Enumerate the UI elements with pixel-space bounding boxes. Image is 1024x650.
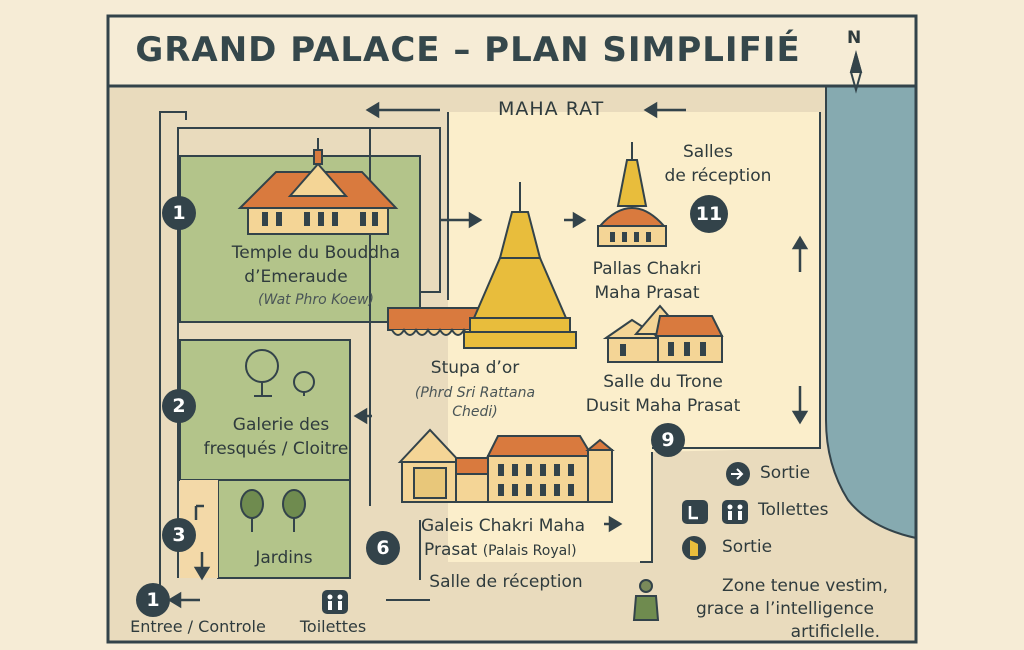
toilettes-bas-label: Toilettes xyxy=(299,617,367,636)
compass-letter: N xyxy=(847,28,862,48)
note-line-1: Zone tenue vestim, xyxy=(722,576,888,596)
stupa-building xyxy=(387,182,577,349)
galerie-name-2: fresqués / Cloitre xyxy=(203,439,349,459)
jardins-zone xyxy=(217,479,351,579)
jardins-name: Jardins xyxy=(255,548,313,568)
walkways xyxy=(159,111,821,601)
temple-name-2: d’Emeraude xyxy=(244,267,348,287)
galeis-name-2-main: Prasat xyxy=(424,540,478,560)
galerie-zone xyxy=(179,339,351,481)
trone-name-1: Salle du Trone xyxy=(603,372,723,392)
temple-building xyxy=(237,138,399,235)
galerie-name-1: Galerie des xyxy=(232,415,330,435)
compass-icon xyxy=(849,50,863,94)
map-title: GRAND PALACE – PLAN SIMPLIFIÉ xyxy=(135,30,801,70)
galerie-trees xyxy=(245,349,315,397)
stupa-name: Stupa d’or xyxy=(430,358,520,378)
salle-reception-bas: Salle de réception xyxy=(429,572,583,592)
marker-jardins[interactable]: 3 xyxy=(162,518,196,552)
trone-building xyxy=(602,304,724,363)
marker-galeis[interactable]: 6 xyxy=(366,531,400,565)
marker-salles-reception[interactable]: 11 xyxy=(690,195,728,233)
salles-reception-1: Salles xyxy=(683,142,733,162)
stupa-subtitle-2: Chedi) xyxy=(452,404,498,420)
note-line-3: artificlelle. xyxy=(790,622,880,642)
stupa-subtitle-1: (Phrd Sri Rattana xyxy=(414,385,536,401)
legend-label-sortie-2: Sortie xyxy=(722,537,773,557)
marker-entree[interactable]: 1 xyxy=(136,583,170,617)
galeis-name-2-extra: (Palais Royal) xyxy=(482,543,577,559)
marker-galerie[interactable]: 2 xyxy=(162,389,196,423)
marker-temple[interactable]: 1 xyxy=(162,196,196,230)
legend-label-toilettes: Tollettes xyxy=(758,500,829,520)
salles-reception-2: de réception xyxy=(664,166,772,186)
direction-arrows xyxy=(167,101,809,609)
map-frame xyxy=(106,84,918,644)
legend-label-sortie-1: Sortie xyxy=(760,463,811,483)
road-name: MAHA RAT xyxy=(498,98,605,120)
jardins-trees xyxy=(240,489,306,532)
marker-trone[interactable]: 9 xyxy=(651,423,685,457)
entree-label: Entree / Controle xyxy=(130,617,266,636)
person-icon xyxy=(632,579,660,621)
note-line-2: grace a l’intelligence xyxy=(696,599,874,619)
pallas-name-2: Maha Prasat xyxy=(594,283,700,303)
trone-name-2: Dusit Maha Prasat xyxy=(585,396,741,416)
galeis-building xyxy=(397,428,615,503)
pallas-building xyxy=(597,142,667,247)
temple-name-1: Temple du Bouddha xyxy=(231,243,401,263)
galeis-name-2: Prasat (Palais Royal) xyxy=(424,538,577,563)
pallas-name-1: Pallas Chakri xyxy=(592,259,702,279)
river xyxy=(825,85,917,540)
galeis-name-1: Galeis Chakri Maha xyxy=(420,516,586,536)
temple-subtitle: (Wat Phro Koew) xyxy=(258,292,374,308)
legend-icons xyxy=(322,462,750,614)
